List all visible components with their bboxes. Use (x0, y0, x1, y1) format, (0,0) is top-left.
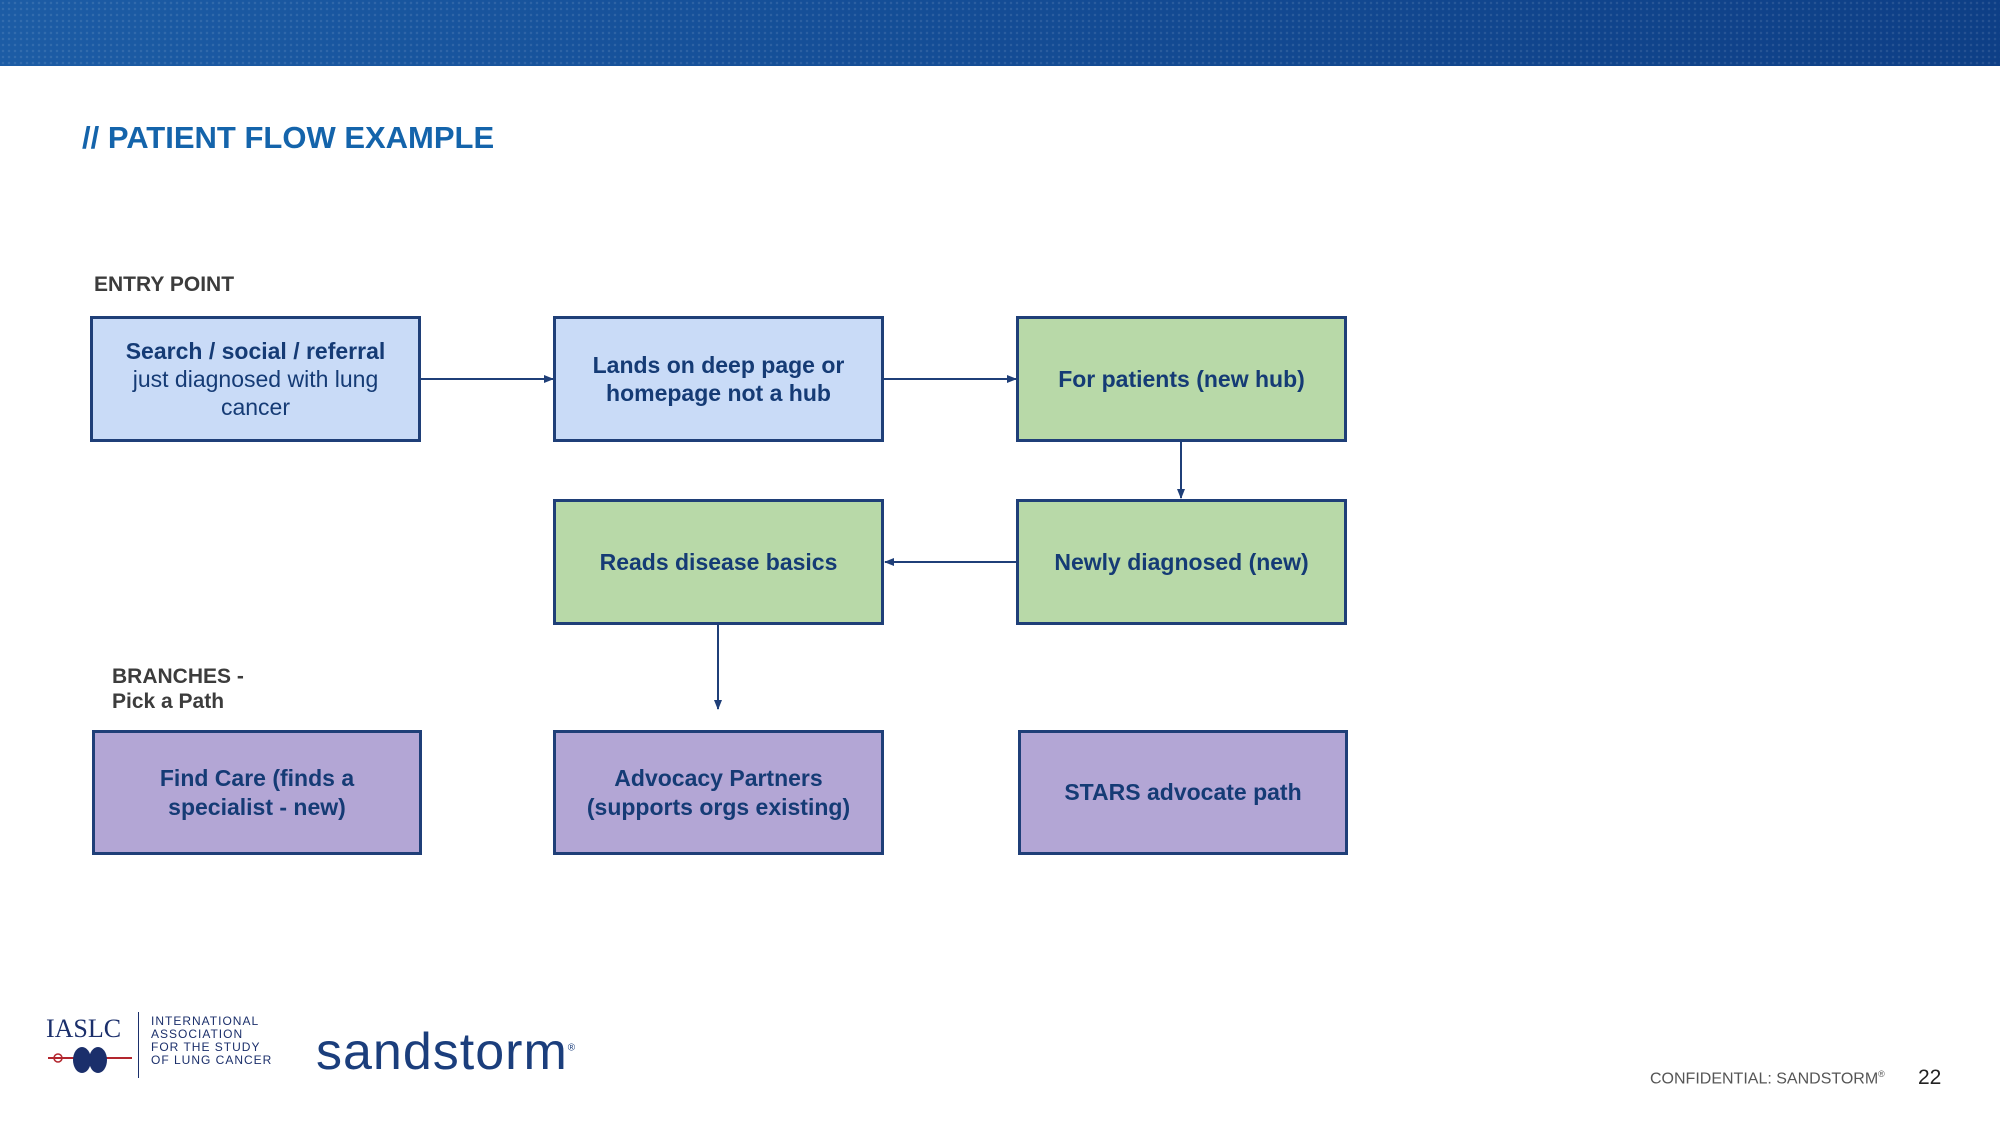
node-newly-diagnosed: Newly diagnosed (new) (1016, 499, 1347, 625)
sandstorm-logo: sandstorm® (316, 1022, 576, 1082)
node-find-care: Find Care (finds a specialist - new) (92, 730, 422, 855)
node-entry-subtitle: just diagnosed with lung cancer (132, 365, 379, 421)
node-stars-advocate: STARS advocate path (1018, 730, 1348, 855)
header-band (0, 0, 2000, 66)
node-reads-basics: Reads disease basics (553, 499, 884, 625)
node-entry-title: Search / social / referral (125, 337, 386, 364)
iaslc-acronym: IASLC (46, 1014, 122, 1043)
slide-title: // PATIENT FLOW EXAMPLE (82, 120, 495, 155)
registered-mark: ® (1878, 1069, 1885, 1079)
node-advocacy-partners: Advocacy Partners (supports orgs existin… (553, 730, 884, 855)
entry-point-label: ENTRY POINT (94, 273, 235, 296)
iaslc-line4: OF LUNG CANCER (151, 1053, 273, 1067)
sandstorm-registered: ® (567, 1042, 577, 1054)
node-for-patients: For patients (new hub) (1016, 316, 1347, 442)
iaslc-line3: FOR THE STUDY (151, 1040, 261, 1054)
lung-icon (48, 1047, 132, 1073)
confidential-notice: CONFIDENTIAL: SANDSTORM® (1650, 1069, 1885, 1088)
sandstorm-wordmark: sandstorm (316, 1023, 568, 1081)
iaslc-line1: INTERNATIONAL (151, 1014, 260, 1028)
branches-label: BRANCHES - Pick a Path (112, 664, 244, 714)
node-entry-search: Search / social / referral just diagnose… (90, 316, 421, 442)
page-number: 22 (1918, 1066, 1942, 1089)
confidential-text: CONFIDENTIAL: SANDSTORM (1650, 1070, 1879, 1088)
iaslc-line2: ASSOCIATION (151, 1027, 244, 1041)
branches-label-line2: Pick a Path (112, 690, 225, 714)
iaslc-fullname: INTERNATIONAL ASSOCIATION FOR THE STUDY … (151, 1015, 272, 1067)
iaslc-divider (138, 1012, 139, 1078)
node-lands-on-page: Lands on deep page or homepage not a hub (553, 316, 884, 442)
branches-label-line1: BRANCHES - (112, 665, 244, 688)
